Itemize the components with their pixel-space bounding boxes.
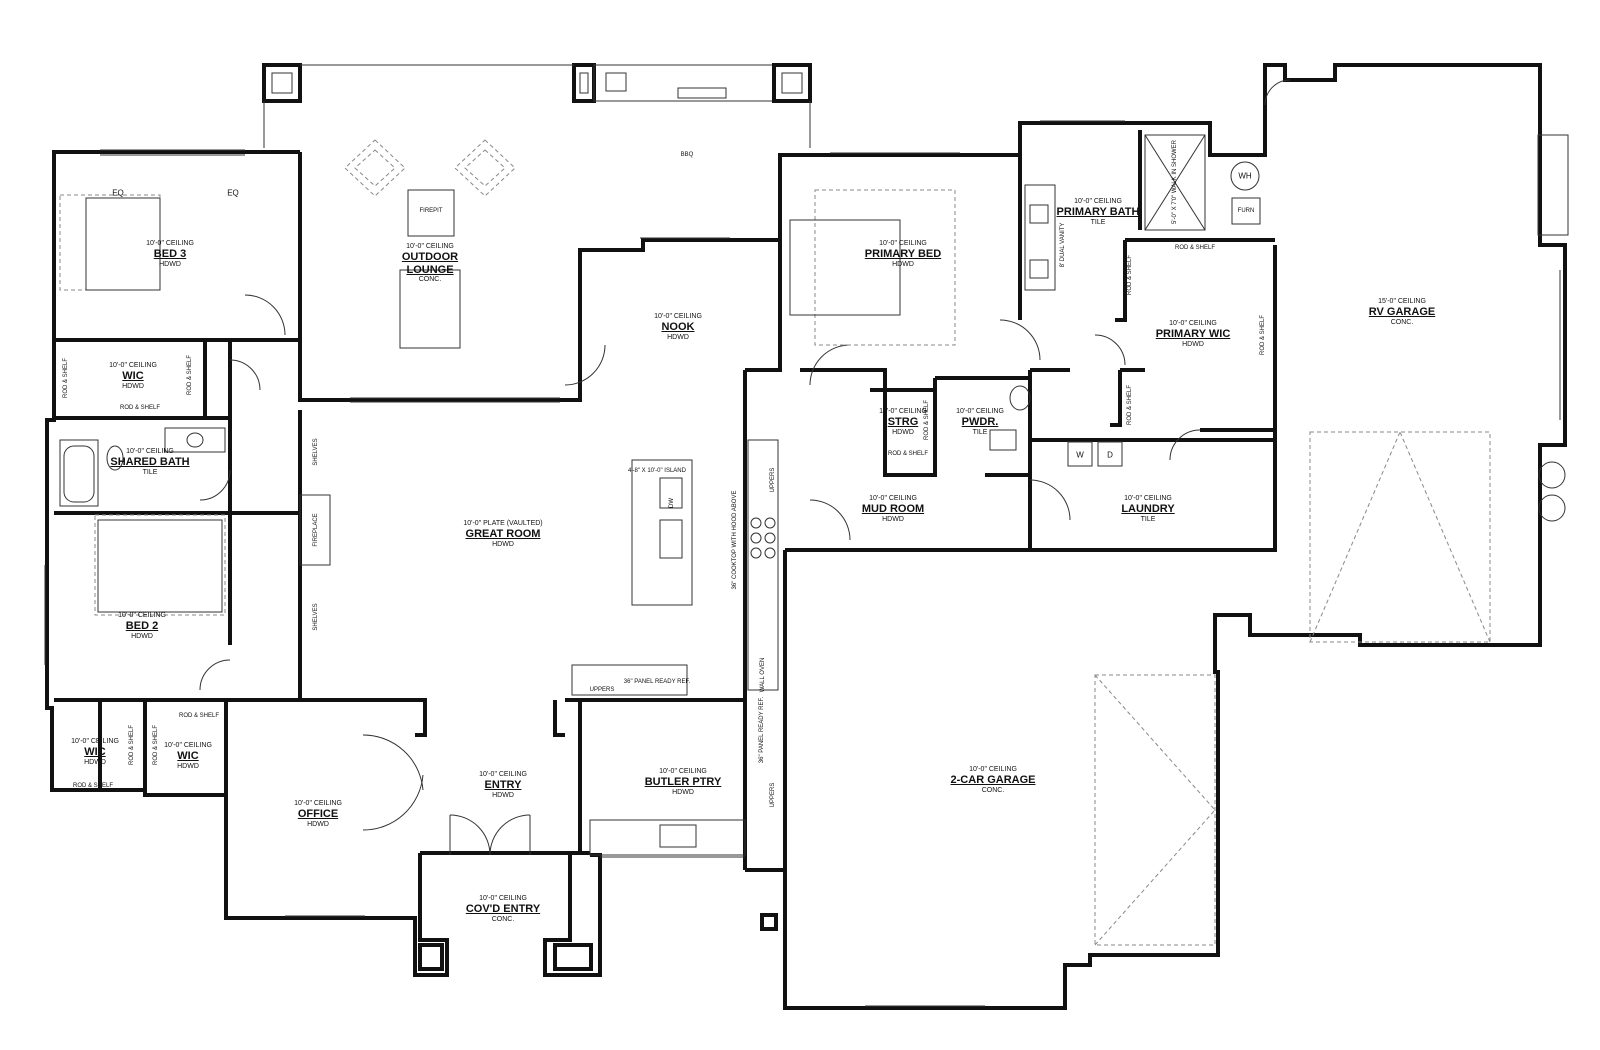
note-rod-shelf-wic-left-bottom: ROD & SHELF: [72, 783, 114, 789]
note-rod-shelf-wic-b: ROD & SHELF: [119, 405, 161, 411]
note-dishwasher: DW: [669, 498, 675, 508]
note-rod-shelf-pwic-1: ROD & SHELF: [1127, 254, 1133, 296]
patio-structure: [262, 63, 812, 349]
note-cooktop: 36" COOKTOP WITH HOOD ABOVE: [732, 490, 738, 590]
note-rod-shelf-wic-right-side: ROD & SHELF: [153, 724, 159, 766]
note-rod-shelf-wic-r: ROD & SHELF: [187, 354, 193, 396]
note-rod-shelf-pwic-4: ROD & SHELF: [1127, 384, 1133, 426]
note-shelves-lower: SHELVES: [313, 603, 319, 631]
note-uppers-kitchen: UPPERS: [770, 467, 776, 493]
note-bbq: BBQ: [680, 152, 694, 158]
note-rod-shelf-wic-right-top: ROD & SHELF: [178, 713, 220, 719]
note-dryer: D: [1107, 450, 1113, 460]
note-eq-left: EQ: [112, 188, 124, 198]
note-uppers-pantry: UPPERS: [589, 687, 615, 693]
note-furnace: FURN: [1237, 208, 1255, 214]
note-walk-in-shower: 5'-0" X 7'0" WALK IN SHOWER: [1172, 139, 1178, 225]
note-panel-ref: 36" PANEL READY REF.: [623, 679, 691, 685]
note-shelves-upper: SHELVES: [313, 438, 319, 466]
note-water-heater: WH: [1238, 171, 1252, 181]
note-dual-vanity: 8' DUAL VANITY: [1060, 222, 1066, 268]
note-eq-right: EQ: [227, 188, 239, 198]
note-uppers-butler: UPPERS: [770, 782, 776, 808]
note-washer: W: [1076, 450, 1084, 460]
note-fireplace: FIREPLACE: [313, 513, 319, 547]
exterior-walls: [45, 63, 1567, 1010]
note-island: 4'-8" X 10'-0" ISLAND: [628, 468, 686, 474]
note-rod-shelf-pwic-3: ROD & SHELF: [1260, 314, 1266, 356]
note-firepit: FIREPIT: [419, 208, 443, 214]
openings: [44, 79, 1561, 1007]
interior-walls: [54, 130, 1275, 855]
note-rod-shelf-pwic-2: ROD & SHELF: [1174, 245, 1216, 251]
note-rod-shelf-strg-2: ROD & SHELF: [887, 451, 929, 457]
note-rod-shelf-wic-l: ROD & SHELF: [63, 357, 69, 399]
note-rod-shelf-strg-1: ROD & SHELF: [924, 399, 930, 441]
note-wall-oven: WALL OVEN: [760, 657, 766, 693]
note-panel-ref-butler: 36" PANEL READY REF.: [759, 696, 765, 764]
fixtures: [59, 134, 1569, 946]
note-rod-shelf-wic-left-side: ROD & SHELF: [129, 724, 135, 766]
